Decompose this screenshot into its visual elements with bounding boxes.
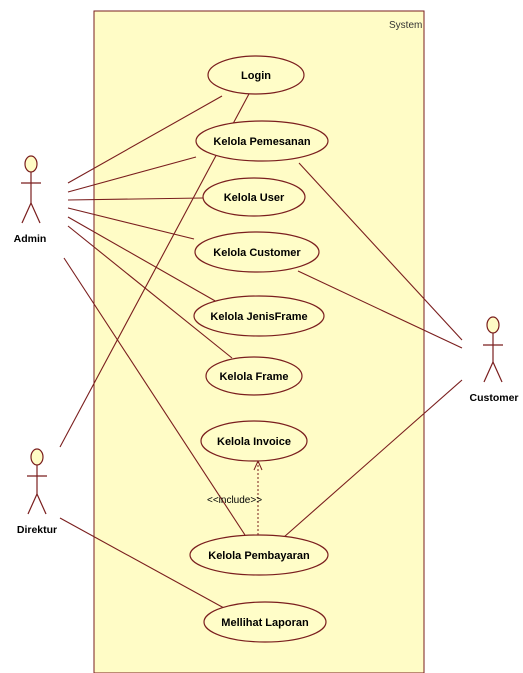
use-case-kelola-invoice-label: Kelola Invoice bbox=[217, 436, 291, 448]
use-case-kelola-jenisframe[interactable]: Kelola JenisFrame bbox=[193, 295, 325, 337]
use-case-kelola-user[interactable]: Kelola User bbox=[202, 177, 306, 217]
actor-admin[interactable]: Admin bbox=[14, 155, 47, 245]
customer-pemesanan-line bbox=[298, 162, 463, 341]
customer-pembayaran-line bbox=[283, 379, 463, 538]
use-case-kelola-pembayaran-label: Kelola Pembayaran bbox=[208, 550, 310, 562]
use-case-kelola-frame-label: Kelola Frame bbox=[219, 371, 288, 383]
admin-pembayaran-line bbox=[63, 257, 246, 536]
use-case-kelola-pembayaran[interactable]: Kelola Pembayaran bbox=[189, 534, 329, 576]
system-label: System bbox=[389, 20, 422, 31]
admin-frame-line bbox=[67, 225, 233, 359]
include-label: <<include>> bbox=[207, 495, 262, 506]
actor-customer[interactable]: Customer bbox=[469, 316, 519, 404]
admin-login-line bbox=[67, 95, 223, 184]
use-case-kelola-jenisframe-label: Kelola JenisFrame bbox=[210, 311, 307, 323]
customer-customer-line bbox=[297, 270, 463, 349]
use-case-login-label: Login bbox=[241, 70, 271, 82]
stick-figure-icon bbox=[21, 155, 41, 224]
actor-direktur-label: Direktur bbox=[17, 524, 57, 536]
actor-direktur[interactable]: Direktur bbox=[17, 448, 57, 536]
use-case-login[interactable]: Login bbox=[207, 55, 305, 95]
use-case-melihat-laporan-label: Mellihat Laporan bbox=[221, 617, 309, 629]
association-lines bbox=[59, 91, 463, 609]
use-case-kelola-user-label: Kelola User bbox=[224, 192, 285, 204]
stick-figure-icon bbox=[483, 316, 503, 383]
use-case-melihat-laporan[interactable]: Mellihat Laporan bbox=[203, 601, 327, 643]
use-case-kelola-pemesanan[interactable]: Kelola Pemesanan bbox=[195, 120, 329, 162]
use-case-kelola-customer-label: Kelola Customer bbox=[213, 247, 301, 259]
actor-admin-label: Admin bbox=[14, 233, 47, 245]
direktur-laporan-line bbox=[59, 517, 225, 609]
admin-pemesanan-line bbox=[67, 156, 197, 193]
stick-figure-icon bbox=[27, 448, 47, 515]
use-case-kelola-frame[interactable]: Kelola Frame bbox=[205, 356, 303, 396]
actor-customer-label: Customer bbox=[469, 392, 518, 404]
use-case-kelola-invoice[interactable]: Kelola Invoice bbox=[200, 420, 308, 462]
admin-user-line bbox=[67, 197, 204, 201]
admin-jenisframe-line bbox=[67, 216, 218, 303]
use-case-kelola-pemesanan-label: Kelola Pemesanan bbox=[213, 136, 310, 148]
admin-customer-line bbox=[67, 207, 195, 240]
use-case-kelola-customer[interactable]: Kelola Customer bbox=[194, 231, 320, 273]
